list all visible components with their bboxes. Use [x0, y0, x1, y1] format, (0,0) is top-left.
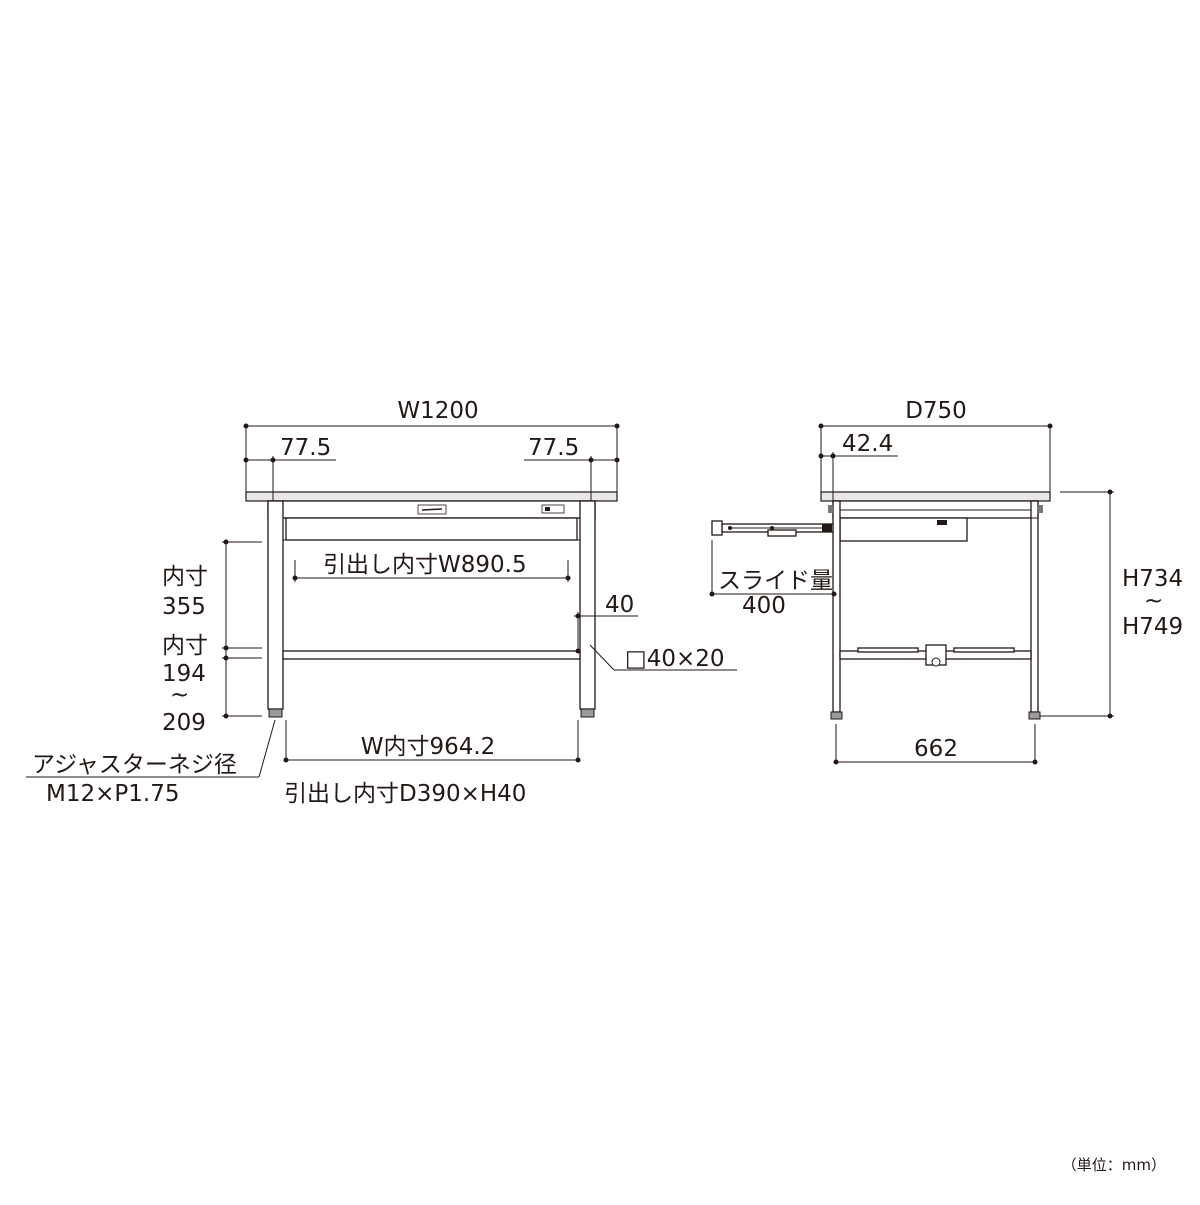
side-leg-offset-label: 42.4: [842, 431, 893, 457]
front-width-label: W1200: [397, 398, 478, 424]
side-leg-back: [1030, 500, 1039, 713]
inner-width-label: W内寸964.2: [361, 734, 496, 760]
pipe-section-label: □40×20: [625, 646, 725, 672]
slide-label: スライド量: [718, 568, 833, 594]
slide-value: 400: [742, 593, 786, 619]
side-drawer-label: [937, 520, 947, 525]
drawer-inner-size-label: 引出し内寸D390×H40: [284, 781, 526, 807]
side-screw-back: [1038, 505, 1043, 513]
side-tabletop: [820, 491, 1051, 502]
label-plate: [541, 504, 565, 514]
inner-value-1: 355: [162, 594, 206, 620]
unit-note: （単位：mm）: [1062, 1156, 1166, 1174]
front-tabletop: [245, 491, 618, 502]
slide-rail: [711, 520, 834, 537]
front-leg-left: [267, 500, 284, 710]
inner-value-2a: 194: [162, 661, 206, 687]
front-leg-offset-left-label: 77.5: [280, 435, 331, 461]
side-screw-front: [828, 505, 833, 513]
side-stretcher-bar-left: [857, 647, 919, 653]
inner-label-1: 内寸: [162, 564, 208, 590]
side-drawer: [839, 517, 968, 542]
side-view: D750 42.4 スライド量 400 H734 ~ H749 662: [709, 398, 1183, 765]
drawer-inner-width-label: 引出し内寸W890.5: [323, 552, 527, 578]
inner-value-2b: 209: [162, 710, 206, 736]
inner-depth-label: 662: [914, 736, 958, 762]
front-leg-offset-right-label: 77.5: [528, 435, 579, 461]
height-min-label: H734: [1122, 566, 1183, 592]
front-stretcher: [282, 650, 581, 660]
adjuster-spec: M12×P1.75: [46, 781, 179, 807]
front-adjuster-right: [580, 708, 595, 718]
side-stretcher-bar-right: [953, 647, 1015, 653]
front-drawer: [285, 517, 578, 541]
height-max-label: H749: [1122, 614, 1183, 640]
side-adjuster-back: [1028, 711, 1041, 720]
side-depth-label: D750: [905, 398, 967, 424]
inner-tilde: ~: [170, 682, 189, 708]
pipe-height-label: 40: [605, 592, 634, 618]
front-adjuster-left: [268, 708, 283, 718]
side-adjuster-front: [830, 711, 843, 720]
height-tilde: ~: [1144, 588, 1163, 614]
front-view: W1200 77.5 77.5 引出し内寸W890.5 内寸 355 内寸 19…: [26, 398, 737, 807]
front-leg-right: [579, 500, 596, 710]
side-leg-front: [832, 500, 841, 713]
logo-plate: [417, 504, 447, 515]
inner-label-2: 内寸: [162, 633, 208, 659]
adjuster-label: アジャスターネジ径: [32, 752, 237, 778]
